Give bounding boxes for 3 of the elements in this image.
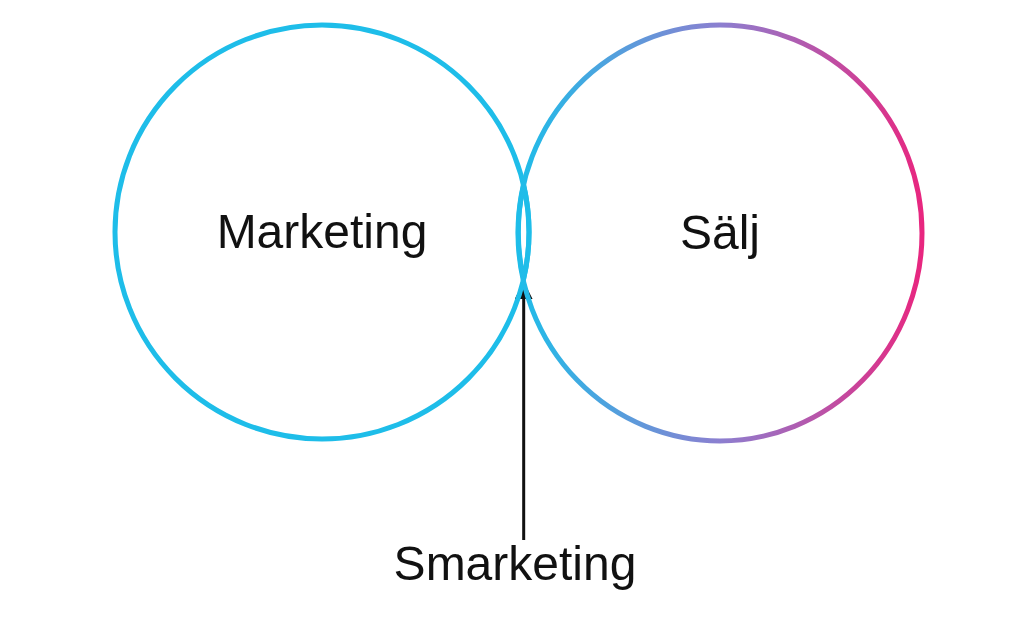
circle-label: Marketing bbox=[216, 208, 428, 256]
circle-label: Sälj bbox=[679, 209, 760, 257]
callout-text: Smarketing bbox=[393, 540, 637, 588]
